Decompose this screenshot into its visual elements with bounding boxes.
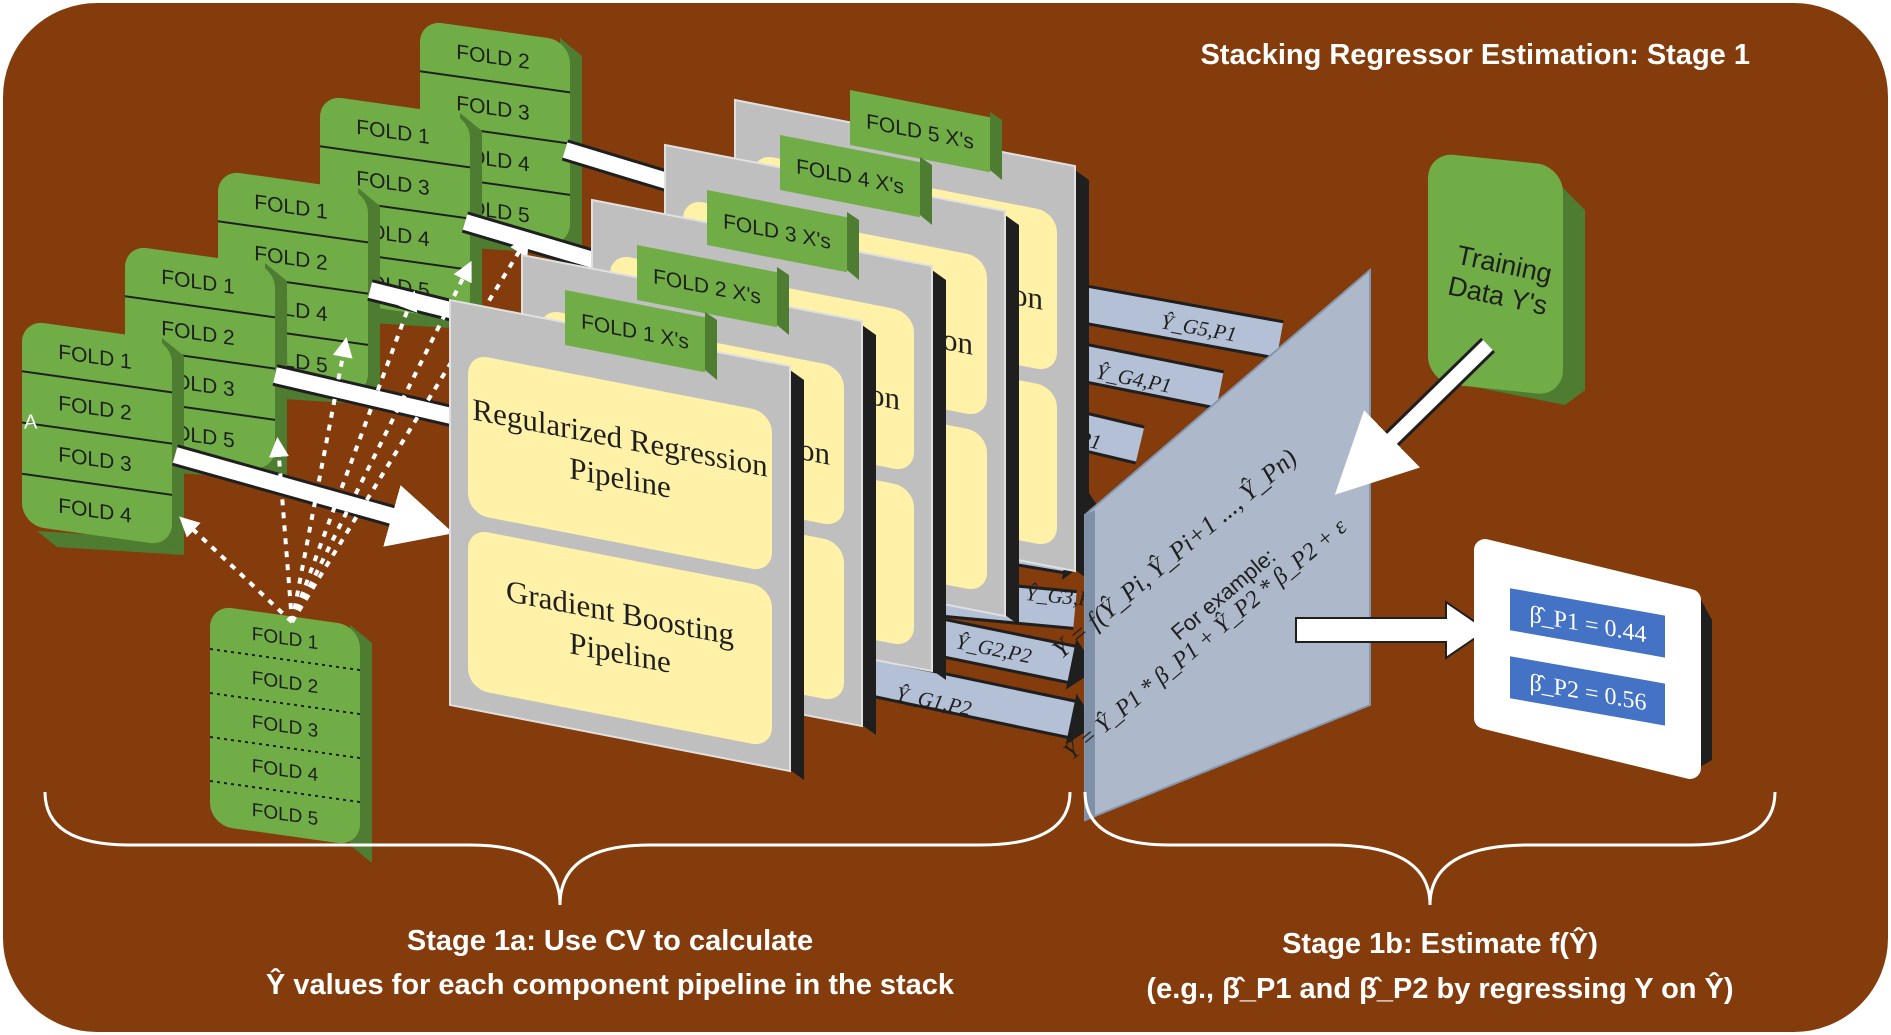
dotted-arrow bbox=[290, 337, 353, 623]
stage1a-line2: Ŷ values for each component pipeline in … bbox=[266, 967, 955, 1001]
meta-learner-panel: Y = f(Ŷ_Pi, Ŷ_Pi+1 ..., Ŷ_Pn) For exampl… bbox=[1047, 267, 1371, 822]
meta-to-output-arrow bbox=[1295, 600, 1489, 660]
output-box: β̂_P1 = 0.44 β̂_P2 = 0.56 bbox=[1474, 539, 1712, 779]
prediction-arrow: Ŷ_G5,P1 bbox=[1056, 280, 1284, 360]
dotted-arrows bbox=[179, 235, 530, 624]
beta1-box bbox=[1510, 588, 1665, 658]
dotted-arrow bbox=[268, 437, 294, 623]
dotted-arrow bbox=[290, 260, 472, 623]
diagram-title: Stacking Regressor Estimation: Stage 1 bbox=[1200, 39, 1750, 71]
dotted-arrow bbox=[179, 516, 294, 624]
partial-pipeline-label: on bbox=[942, 321, 973, 362]
training-arrow bbox=[172, 444, 454, 547]
stage1a-brace bbox=[43, 791, 1072, 906]
beta2-box bbox=[1510, 656, 1665, 726]
stage1b-brace bbox=[1083, 791, 1777, 906]
stage1b-line2: (e.g., β̂_P1 and β̂_P2 by regressing Y o… bbox=[1146, 971, 1733, 1005]
dotted-arrow bbox=[290, 290, 418, 623]
dotted-arrow bbox=[290, 235, 530, 624]
stage1b-line1: Stage 1b: Estimate f(Ŷ) bbox=[1282, 926, 1598, 960]
training-to-meta-arrow bbox=[1334, 337, 1495, 495]
training-arrow bbox=[272, 364, 463, 429]
training-arrows bbox=[172, 139, 694, 547]
fold-stack-letter: A bbox=[24, 412, 38, 434]
training-arrow bbox=[461, 211, 604, 273]
stage1a-line1: Stage 1a: Use CV to calculate bbox=[407, 925, 813, 957]
